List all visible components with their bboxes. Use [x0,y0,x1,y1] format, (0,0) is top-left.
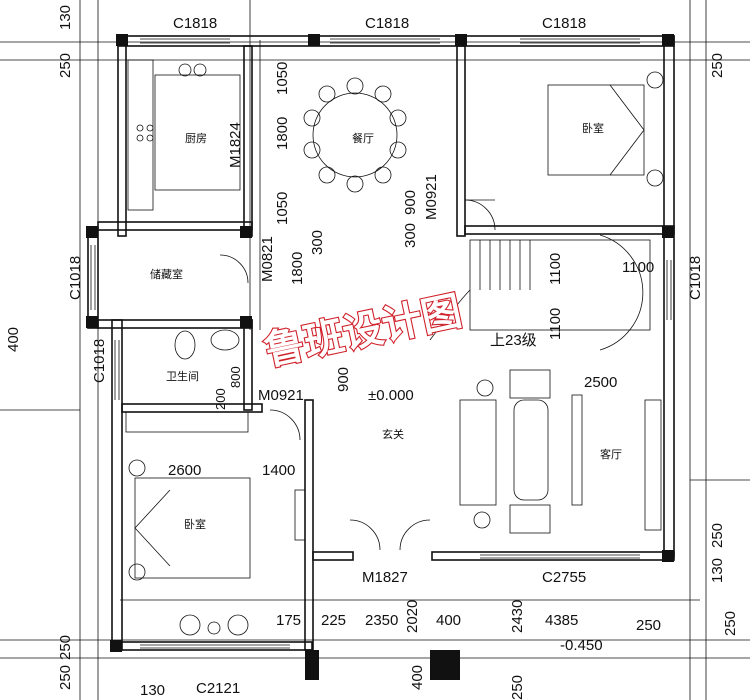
watermark-text: 鲁班设计图 [261,288,466,375]
window-c1818-kitchen: C1818 [173,15,217,32]
room-bedroom-sw: 卧室 [184,517,206,531]
dim-2600: 2600 [168,462,201,479]
dim-4385: 4385 [545,612,578,629]
room-kitchen: 厨房 [185,132,207,145]
dim-left-mid: 400 [5,327,22,352]
room-labels: 厨房 餐厅 卧室 储藏室 卫生间 玄关 客厅 卧室 上23级 ±0.000 -0… [150,121,622,654]
dim-foyer-900: 900 [335,367,352,392]
opening-labels: C1818 C1818 C1818 C1018 C1018 C1018 C212… [67,15,704,697]
dim-stair-1100c: 1100 [547,308,564,340]
dim-300b: 300 [402,223,419,248]
dimension-labels: 130 250 250 400 250 250 130 250 130 250 … [5,5,739,700]
dim-2430: 2430 [509,600,526,633]
window-c1818-dining: C1818 [365,15,409,32]
dim-225: 225 [321,612,346,629]
dim-living-2500: 2500 [584,374,617,391]
dim-2350: 2350 [365,612,398,629]
window-c1018-storage: C1018 [67,256,84,300]
dim-1800b: 1800 [289,252,306,285]
dim-1050b: 1050 [274,192,291,225]
walls [86,34,675,680]
dim-1800a: 1800 [274,117,291,150]
dim-250-bottom: 250 [636,617,661,634]
stair-up-label: 上23级 [490,332,537,349]
door-m1827: M1827 [362,569,408,586]
room-bathroom: 卫生间 [166,369,199,383]
room-storage: 储藏室 [150,267,183,281]
level-outside: -0.450 [560,637,603,654]
door-m1824: M1824 [227,122,244,168]
dim-left-bottom-130: 130 [140,682,165,699]
room-living: 客厅 [600,447,622,461]
dim-800: 800 [228,366,243,388]
dim-400-bottom: 400 [409,665,426,690]
furniture [125,59,664,636]
door-m0921-bedroom: M0921 [423,174,440,220]
dim-175: 175 [276,612,301,629]
dim-200: 200 [213,388,228,410]
window-c1818-bedroom: C1818 [542,15,586,32]
dim-top-left-130: 130 [57,5,74,30]
dim-top-left-250: 250 [57,53,74,78]
dim-300a: 300 [309,230,326,255]
window-c2121: C2121 [196,680,240,697]
dim-250-bottom-extra: 250 [509,675,526,700]
window-c1018-bath: C1018 [91,339,108,383]
door-m0821-storage: M0821 [259,236,276,282]
dim-900: 900 [402,190,419,215]
room-dining: 餐厅 [352,131,374,145]
window-marks [90,38,672,649]
level-main: ±0.000 [368,387,414,404]
dim-1400: 1400 [262,462,295,479]
window-c2755: C2755 [542,569,586,586]
dim-top-right-250: 250 [709,53,726,78]
dim-right-bottom-250b: 250 [722,611,739,636]
dim-right-bottom-250: 250 [709,523,726,548]
dim-stair-1100a: 1100 [547,253,564,285]
dim-right-bottom-130: 130 [709,558,726,583]
dim-left-bottom-250a: 250 [57,635,74,660]
dim-400: 400 [436,612,461,629]
room-bedroom-ne: 卧室 [582,121,604,135]
door-m0921-bath: M0921 [258,387,304,404]
dim-1050a: 1050 [274,62,291,95]
dim-stair-1100b: 1100 [622,259,654,276]
room-foyer: 玄关 [382,427,404,441]
window-c1018-living: C1018 [687,256,704,300]
dim-left-bottom-250b: 250 [57,665,74,690]
dim-2020: 2020 [404,600,421,633]
